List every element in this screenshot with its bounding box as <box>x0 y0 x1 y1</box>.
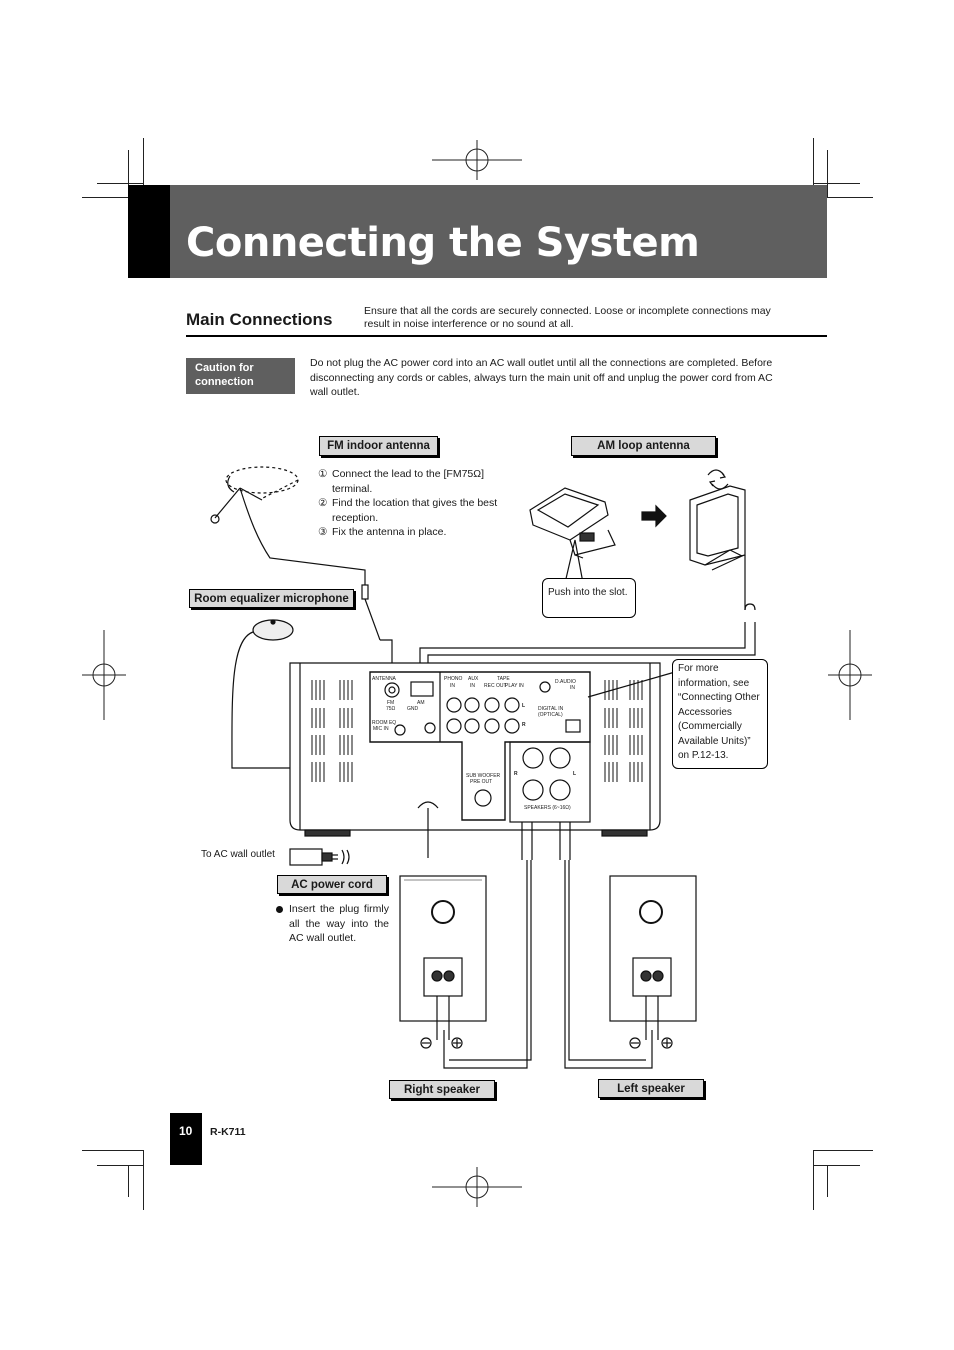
crop-mark <box>143 1150 144 1210</box>
crop-mark <box>128 150 129 198</box>
crop-mark <box>827 1165 828 1197</box>
panel-tape: TAPE <box>497 676 510 682</box>
model-number: R-K711 <box>210 1126 246 1138</box>
more-info-text: For more information, see “Connecting Ot… <box>678 663 760 761</box>
panel-phono: PHONO <box>444 676 463 682</box>
panel-fm75: 75Ω <box>386 706 396 712</box>
panel-am: AM <box>417 700 425 706</box>
panel-aux-in: IN <box>470 683 475 689</box>
speaker-l-label: L <box>573 771 577 777</box>
crop-mark <box>82 1150 144 1151</box>
am-antenna-label: AM loop antenna <box>571 436 716 456</box>
panel-room-eq: ROOM EQ <box>372 720 397 726</box>
page-number: 10 <box>179 1124 193 1138</box>
right-speaker-label: Right speaker <box>389 1080 495 1099</box>
crop-mark <box>827 150 828 198</box>
ac-note: Insert the plug firmly all the way into … <box>289 903 389 944</box>
section-rule <box>186 335 827 337</box>
panel-subwoofer: SUB WOOFER <box>466 773 501 779</box>
push-note: Push into the slot. <box>548 587 628 598</box>
speaker-r-label: R <box>514 771 518 777</box>
panel-optical: (OPTICAL) <box>538 712 563 718</box>
crop-mark <box>813 1165 860 1166</box>
title-band <box>170 185 827 278</box>
crop-mark <box>128 1165 129 1197</box>
caution-label: Caution for connection <box>186 358 295 394</box>
fm-antenna-label: FM indoor antenna <box>319 436 438 456</box>
crop-mark <box>813 138 814 198</box>
panel-play-in: PLAY IN <box>505 683 524 689</box>
footer-tab <box>170 1113 202 1165</box>
crop-mark <box>813 1150 814 1210</box>
panel-d-audio: D.AUDIO <box>555 679 576 685</box>
ac-outlet-label: To AC wall outlet <box>201 849 275 860</box>
panel-aux: AUX <box>468 676 479 682</box>
push-callout <box>542 578 636 618</box>
panel-antenna: ANTENNA <box>372 676 396 682</box>
page-title: Connecting the System <box>186 220 700 266</box>
panel-digital-in: DIGITAL IN <box>538 706 564 712</box>
panel-rec-out: REC OUT <box>484 683 507 689</box>
panel-pre-out: PRE OUT <box>470 779 493 785</box>
panel-l-label: L <box>522 703 526 709</box>
title-tab <box>128 185 170 278</box>
panel-r-label: R <box>522 722 526 728</box>
panel-speakers: SPEAKERS (6~16Ω) <box>524 805 571 811</box>
panel-mic-in: MIC IN <box>373 726 389 732</box>
panel-gnd: GND <box>407 706 419 712</box>
panel-phono-in: IN <box>450 683 455 689</box>
room-mic-label: Room equalizer microphone <box>189 589 354 608</box>
left-speaker-label: Left speaker <box>598 1079 704 1098</box>
crop-mark <box>97 183 144 184</box>
panel-fm: FM <box>387 700 395 706</box>
caution-text: Do not plug the AC power cord into an AC… <box>310 357 773 398</box>
ac-cord-label: AC power cord <box>277 875 387 894</box>
more-info-callout <box>672 659 768 769</box>
crop-mark <box>97 1165 144 1166</box>
panel-d-audio-in: IN <box>570 685 575 691</box>
crop-mark <box>813 197 873 198</box>
section-note: Ensure that all the cords are securely c… <box>364 305 771 330</box>
crop-mark <box>143 138 144 198</box>
section-title: Main Connections <box>186 310 333 329</box>
crop-mark <box>813 1150 873 1151</box>
bullet-icon <box>276 906 283 913</box>
crop-mark <box>813 183 860 184</box>
crop-mark <box>82 197 144 198</box>
